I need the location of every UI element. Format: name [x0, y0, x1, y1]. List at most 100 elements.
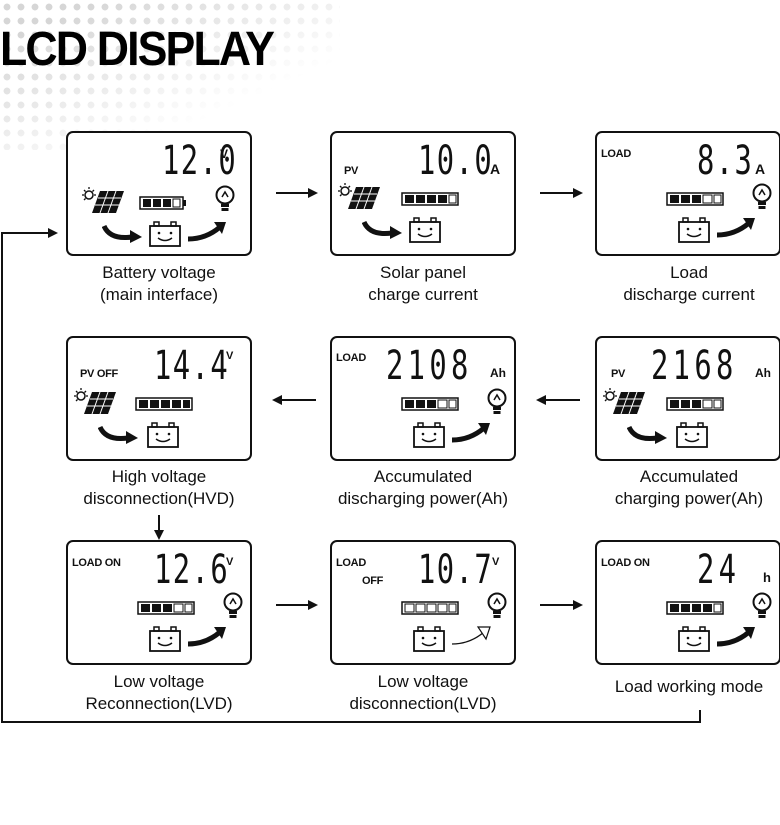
lcd-unit: Ah: [755, 366, 771, 380]
lcd-panel-load-mode: LOAD ON 24 h: [595, 540, 780, 665]
bulb-icon: [223, 592, 243, 618]
battery-icon: [149, 626, 181, 652]
panel-caption: Accumulated discharging power(Ah): [303, 466, 543, 510]
lcd-indicator-label: PV: [611, 368, 626, 380]
lcd-indicator-label: LOAD: [601, 148, 631, 160]
battery-icon: [413, 422, 445, 448]
lcd-panel-solar-current: PV 10.0 A: [330, 131, 516, 256]
lcd-unit: Ah: [490, 366, 506, 380]
lcd-indicator-label: LOAD: [336, 352, 366, 364]
loop-line: [1, 228, 701, 723]
bulb-icon: [487, 592, 507, 618]
sun-panel-icon: [74, 388, 116, 415]
lcd-panel-lvd: LOAD OFF 10.7 V: [330, 540, 516, 665]
panel-caption: Battery voltage (main interface): [39, 262, 279, 306]
battery-level-icon: [666, 397, 724, 411]
lcd-value: 10.7: [418, 547, 494, 593]
battery-level-icon: [666, 192, 724, 206]
bulb-icon: [752, 592, 772, 618]
lcd-unit: V: [492, 556, 500, 568]
battery-level-icon: [666, 601, 724, 615]
sun-panel-icon: [338, 183, 380, 210]
lcd-value: 24: [697, 547, 741, 593]
sun-panel-icon: [603, 388, 645, 415]
caption-line-1: Battery voltage: [102, 263, 216, 282]
battery-level-icon: [401, 601, 459, 615]
caption-line-1: Accumulated: [639, 467, 739, 486]
lcd-unit: A: [490, 161, 501, 177]
battery-icon: [678, 217, 710, 243]
lcd-indicator-label-off: OFF: [362, 575, 384, 587]
battery-level-icon: [139, 196, 186, 210]
lcd-unit: V: [226, 556, 234, 568]
lcd-value: 2108: [386, 343, 473, 389]
page-title: LCD DISPLAY: [0, 23, 275, 76]
lcd-indicator-label: LOAD: [336, 557, 366, 569]
lcd-value: 12.0: [162, 138, 238, 184]
lcd-panel-hvd: PV OFF 14.4 V: [66, 336, 252, 461]
lcd-panel-battery-voltage: 12.0 V: [66, 131, 252, 256]
sun-panel-icon: [82, 187, 124, 214]
lcd-value: 14.4: [154, 343, 230, 389]
battery-icon: [149, 221, 181, 247]
panel-caption: Load working mode: [569, 676, 780, 698]
lcd-indicator-label: LOAD ON: [601, 557, 650, 569]
caption-line-1: High voltage: [111, 467, 207, 486]
lcd-indicator-label: PV OFF: [80, 368, 118, 380]
caption-line-1: Load working mode: [614, 677, 764, 696]
lcd-unit: V: [226, 350, 234, 362]
discharge-flow-arrow-icon: [451, 423, 490, 443]
battery-level-icon: [401, 397, 459, 411]
charge-flow-arrow-icon: [362, 220, 402, 239]
panel-caption: Low voltage Reconnection(LVD): [39, 671, 279, 715]
caption-line-1: Low voltage: [377, 672, 469, 691]
panel-caption: Accumulated charging power(Ah): [569, 466, 780, 510]
caption-line-2: disconnection(LVD): [349, 694, 497, 713]
panel-caption: Solar panel charge current: [303, 262, 543, 306]
lcd-indicator-label: PV: [344, 165, 359, 177]
panel-caption: Low voltage disconnection(LVD): [303, 671, 543, 715]
lcd-value: 8.3: [697, 138, 754, 184]
lcd-indicator-label: LOAD ON: [72, 557, 121, 569]
caption-line-1: Load: [670, 263, 708, 282]
charge-flow-arrow-icon: [98, 425, 138, 444]
battery-level-icon: [137, 601, 195, 615]
discharge-flow-arrow-icon: [187, 627, 226, 647]
caption-line-2: (main interface): [99, 285, 219, 304]
caption-line-1: Accumulated: [373, 467, 473, 486]
caption-line-2: charging power(Ah): [614, 489, 764, 508]
charge-flow-arrow-icon: [102, 224, 142, 243]
lcd-panel-load-current: LOAD 8.3 A: [595, 131, 780, 256]
battery-icon: [409, 217, 441, 243]
battery-level-icon: [135, 397, 193, 411]
battery-icon: [676, 422, 708, 448]
caption-line-2: discharge current: [623, 285, 755, 304]
bulb-icon: [752, 183, 772, 209]
discharge-flow-arrow-icon: [187, 222, 226, 242]
lcd-value: 2168: [651, 343, 738, 389]
bulb-icon: [487, 388, 507, 414]
discharge-flow-arrow-icon: [716, 218, 755, 238]
caption-line-2: disconnection(HVD): [83, 489, 235, 508]
caption-line-1: Low voltage: [113, 672, 205, 691]
caption-line-1: Solar panel: [379, 263, 466, 282]
lcd-value: 12.6: [154, 547, 230, 593]
caption-line-2: discharging power(Ah): [337, 489, 509, 508]
caption-line-2: charge current: [368, 285, 478, 304]
lcd-unit: h: [763, 570, 771, 585]
caption-line-2: Reconnection(LVD): [85, 694, 233, 713]
bulb-icon: [215, 185, 235, 211]
lcd-unit: A: [755, 161, 766, 177]
panel-caption: Load discharge current: [569, 262, 780, 306]
lcd-unit: V: [220, 147, 229, 161]
battery-icon: [147, 422, 179, 448]
discharge-flow-arrow-outline-icon: [451, 626, 491, 645]
discharge-flow-arrow-icon: [716, 627, 755, 647]
battery-icon: [413, 626, 445, 652]
dotted-background: [0, 0, 340, 150]
lcd-value: 10.0: [418, 138, 494, 184]
panel-caption: High voltage disconnection(HVD): [39, 466, 279, 510]
battery-level-icon: [401, 192, 459, 206]
lcd-panel-discharging-ah: LOAD 2108 Ah: [330, 336, 516, 461]
